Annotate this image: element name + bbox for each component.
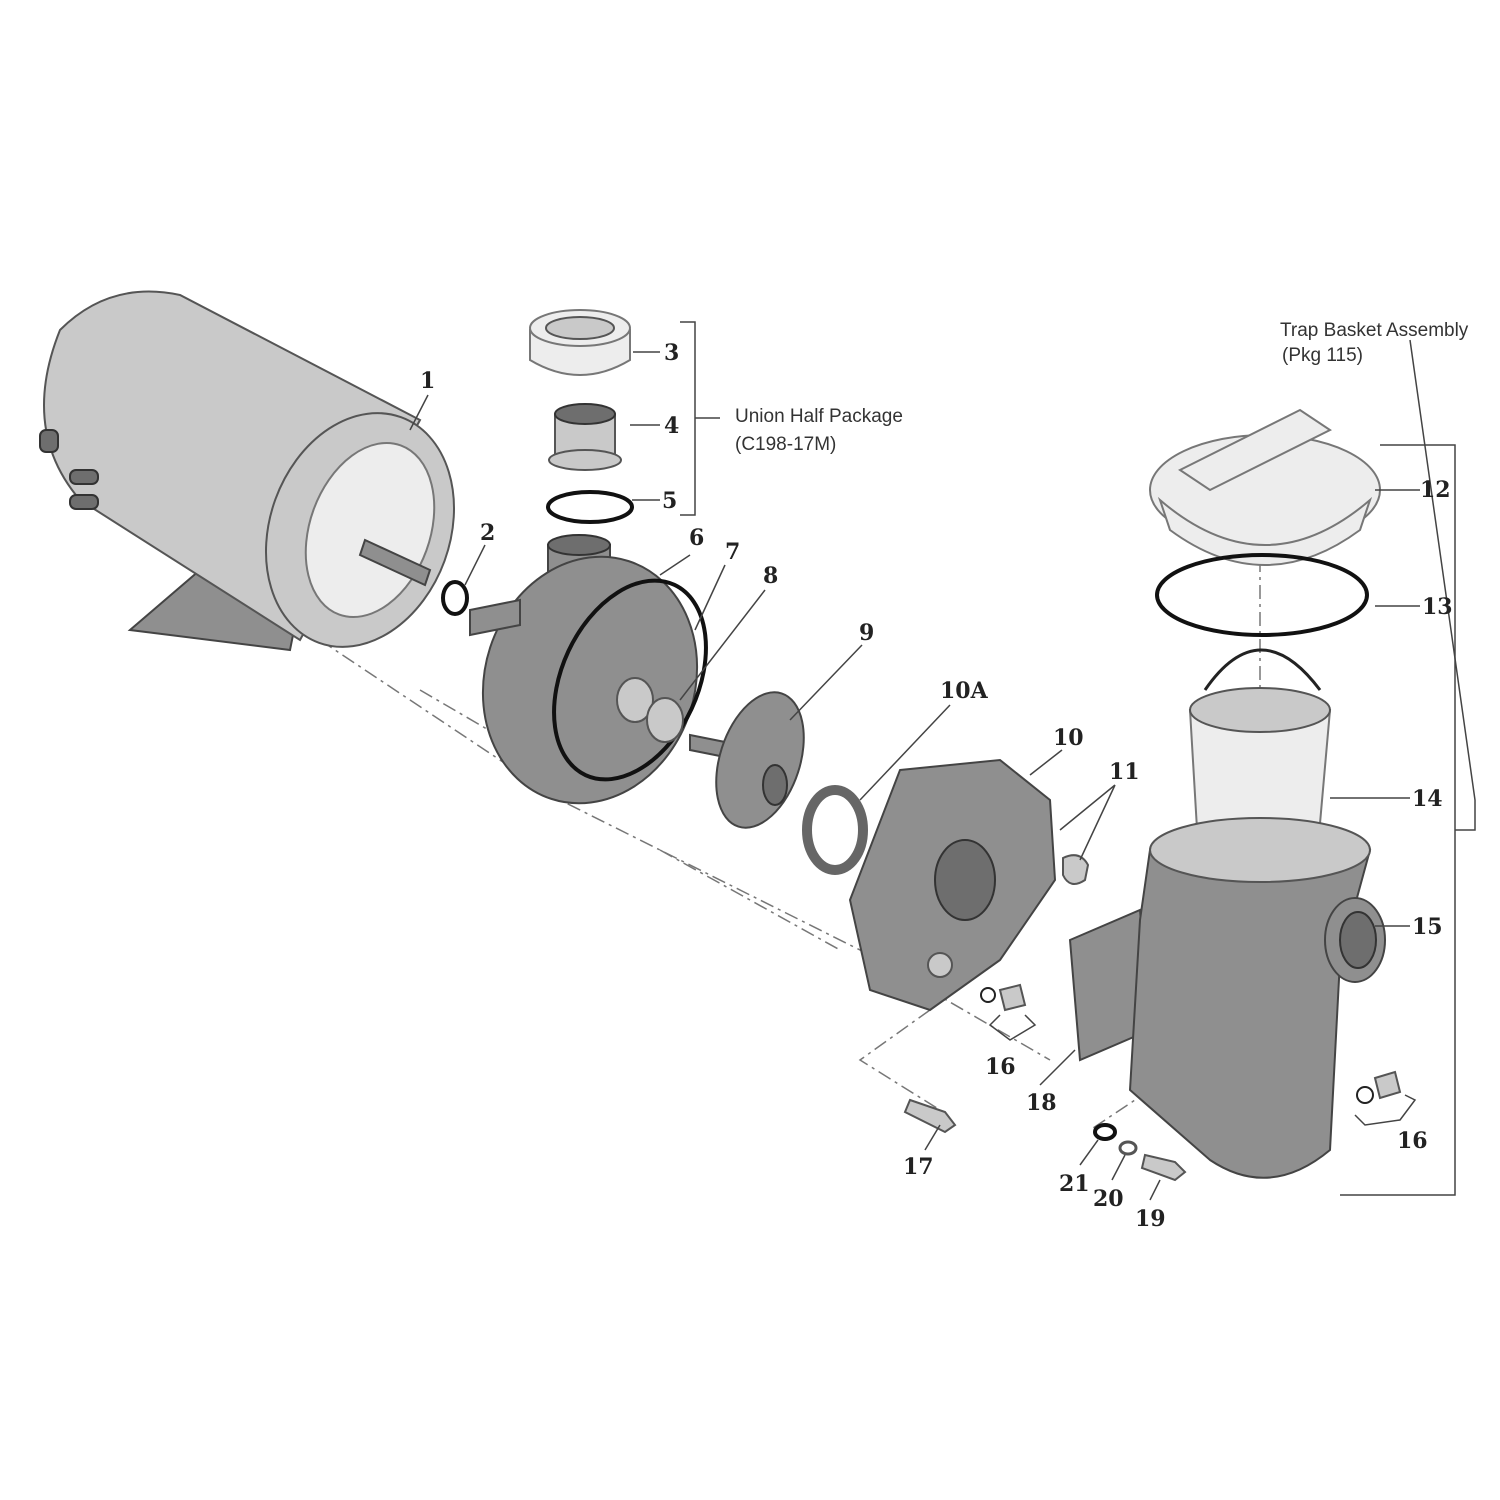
seal-plate-part-10 bbox=[848, 758, 1057, 1012]
callout-leaders bbox=[409, 351, 1420, 1201]
callout-18: 18 bbox=[1026, 1090, 1057, 1116]
union-half-bracket bbox=[680, 321, 720, 516]
callout-11: 11 bbox=[1109, 759, 1140, 785]
callout-7: 7 bbox=[725, 539, 740, 565]
callout-16-right: 16 bbox=[1397, 1128, 1428, 1154]
callout-13: 13 bbox=[1422, 594, 1453, 620]
callout-4: 4 bbox=[664, 413, 679, 439]
drain-plug-part-16-left bbox=[980, 983, 1037, 1041]
o-ring-part-7 bbox=[552, 578, 708, 782]
bolt-part-19 bbox=[1140, 1153, 1187, 1182]
callout-5: 5 bbox=[662, 488, 677, 514]
callout-19: 19 bbox=[1135, 1206, 1166, 1232]
callout-6: 6 bbox=[689, 525, 704, 551]
union-nut-part-3 bbox=[529, 309, 631, 376]
callout-17: 17 bbox=[903, 1154, 934, 1180]
callout-9: 9 bbox=[859, 620, 874, 646]
diffuser-ring-part-10a bbox=[802, 785, 868, 875]
callout-21: 21 bbox=[1059, 1171, 1090, 1197]
drain-plug-part-16-right bbox=[1354, 1070, 1417, 1126]
o-ring-part-5 bbox=[546, 490, 634, 524]
callout-15: 15 bbox=[1412, 914, 1443, 940]
trap-basket-assembly-label: Trap Basket Assembly bbox=[1280, 320, 1469, 341]
motor-part-1 bbox=[39, 290, 456, 652]
pump-housing-part-6 bbox=[469, 534, 699, 805]
trap-basket-bracket bbox=[1340, 339, 1476, 1196]
callout-1: 1 bbox=[420, 368, 435, 394]
callout-16-left: 16 bbox=[985, 1054, 1016, 1080]
washer-part-21 bbox=[1093, 1123, 1117, 1141]
callout-2: 2 bbox=[480, 520, 495, 546]
trap-lid-part-12 bbox=[1149, 408, 1381, 566]
seal-washer-part-2 bbox=[441, 580, 469, 616]
bolt-part-17 bbox=[903, 1098, 957, 1134]
bolt-part-11 bbox=[1062, 854, 1090, 885]
impeller-part-9 bbox=[689, 691, 805, 829]
union-half-package-code: (C198-17M) bbox=[735, 434, 836, 455]
trap-body-part-15 bbox=[1068, 817, 1386, 1179]
callout-10: 10 bbox=[1053, 725, 1084, 751]
callout-14: 14 bbox=[1412, 786, 1443, 812]
lock-washer-part-20 bbox=[1118, 1140, 1138, 1156]
union-half-package-label: Union Half Package bbox=[735, 406, 903, 427]
shaft-seal-part-8 bbox=[616, 677, 684, 743]
callout-20: 20 bbox=[1093, 1186, 1124, 1212]
callout-8: 8 bbox=[763, 563, 778, 589]
union-tailpiece-part-4 bbox=[548, 403, 622, 471]
callout-10a: 10A bbox=[940, 678, 989, 704]
trap-basket-assembly-code: (Pkg 115) bbox=[1282, 345, 1363, 366]
lid-o-ring-part-13 bbox=[1155, 553, 1369, 637]
callout-12: 12 bbox=[1420, 477, 1451, 503]
callout-3: 3 bbox=[664, 340, 679, 366]
